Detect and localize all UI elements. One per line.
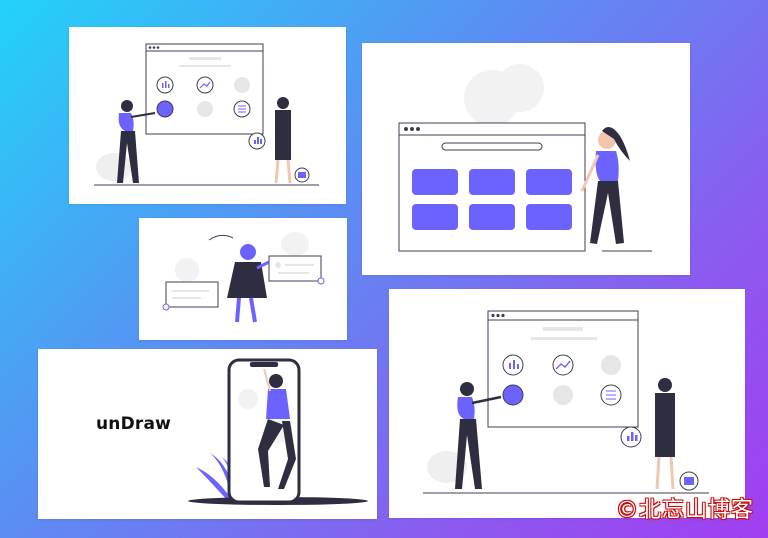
undraw-logo: unDraw [96,414,172,434]
dashboard-illustration [94,43,319,186]
dashboard-illustration-large [423,310,709,494]
watermark-text: ©北忘山博客 [615,498,754,523]
illustration-card-dashboard-small [69,27,346,204]
illustration-card-brand: unDraw [38,349,377,519]
website-illustration [398,64,652,252]
illustration-card-website [362,43,690,275]
phone-illustration [188,358,368,505]
illustration-card-notifications [139,218,347,340]
illustration-card-dashboard-large [389,289,745,518]
notifications-illustration [162,232,325,323]
